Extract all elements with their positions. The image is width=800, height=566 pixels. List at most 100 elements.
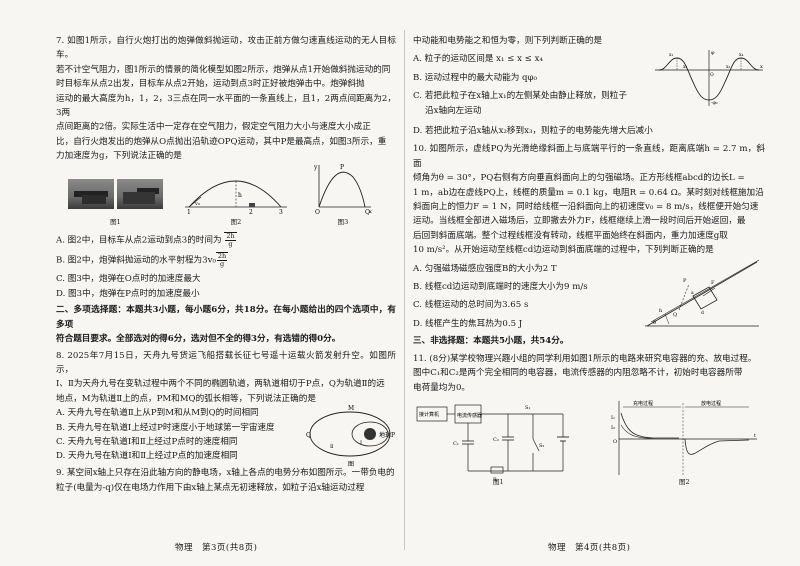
svg-text:x₃: x₃ — [726, 65, 731, 70]
svg-text:x: x — [369, 209, 372, 215]
svg-text:M: M — [348, 405, 354, 412]
q8-option-b: B. 天舟九号在轨道Ⅰ上经过P时速度小于地球第一宇宙速度 — [56, 422, 275, 433]
svg-text:O: O — [710, 72, 714, 78]
figure-caption: 图2 — [230, 218, 242, 227]
svg-text:x₁: x₁ — [669, 53, 674, 58]
q10-text: 后回到斜面底端。整个过程线框没有转动，线框平面始终在斜面内，重力加速度g取 — [413, 230, 728, 241]
svg-text:x₂: x₂ — [683, 65, 688, 70]
sensor-label: 电流传感器 — [457, 412, 482, 419]
svg-text:v₀: v₀ — [194, 201, 200, 207]
svg-text:S₂: S₂ — [539, 443, 544, 449]
svg-text:I₂: I₂ — [611, 425, 615, 431]
q10-text: 1 m，ab边在虚线PQ上，线框的质量m = 0.1 kg，电阻R = 0.64… — [413, 187, 764, 198]
svg-text:t: t — [754, 433, 756, 439]
page-footer-3: 物理 第3页(共8页) — [175, 543, 258, 553]
figure-caption: 图 — [348, 461, 354, 468]
svg-text:1: 1 — [187, 209, 191, 215]
section-3-heading: 三、非选择题：本题共5小题，共54分。 — [413, 335, 569, 346]
right-column: 中动能和电势能之和恒为零，则下列判断正确的是 A. 粒子的运动区间是 x₁ ≤ … — [413, 34, 765, 486]
q11-text: 电荷量均为0。 — [413, 382, 471, 393]
discharge-label: 放电过程 — [701, 400, 721, 407]
svg-text:Ⅱ: Ⅱ — [330, 444, 334, 450]
q10-text: 运动。当线框全部进入磁场后，立即撤去外力F，线框继续上滑一段时间后开始返回，最 — [413, 216, 746, 227]
svg-text:F: F — [711, 280, 715, 286]
svg-text:d: d — [701, 310, 704, 316]
q11-text: 图中C₁和C₂是两个完全相同的电容器，电流传感器的内阻忽略不计，初始时电容器所带 — [413, 368, 743, 379]
q9-option-a: A. 粒子的运动区间是 x₁ ≤ x ≤ x₄ — [413, 54, 543, 65]
q8-text: Ⅰ、Ⅱ为天舟九号在变轨过程中两个不同的椭圆轨道，两轨道相切于P点，Q为轨道Ⅱ的远 — [56, 379, 385, 390]
q7-text: 时目标车从点2出发，目标车从点2开始，运动到点3时正好被炮弹击中。炮弹斜抛 — [56, 79, 365, 90]
q8-options: A. 天舟九号在轨道Ⅱ上从P到M和从M到Q的时间相同 B. 天舟九号在轨道Ⅰ上经… — [56, 406, 296, 464]
computer-label: 接计算机 — [419, 411, 439, 418]
svg-text:P: P — [391, 432, 395, 439]
q10-text: 10. 如图所示，虚线PQ为光滑绝缘斜面上与底端平行的一条直线，距离底端h = … — [413, 144, 765, 169]
q9-continued: 中动能和电势能之和恒为零，则下列判断正确的是 A. 粒子的运动区间是 x₁ ≤ … — [413, 34, 765, 134]
figure-caption: 图1 — [110, 218, 121, 227]
svg-text:S₁: S₁ — [525, 405, 530, 411]
svg-text:3: 3 — [279, 209, 283, 215]
artillery-photo — [68, 179, 114, 210]
artillery-photo — [117, 179, 163, 210]
q8-option-c: C. 天舟九号在轨道Ⅰ和Ⅱ上经过P点时的速度相同 — [56, 436, 238, 447]
q10-figure: P Q F h θ a d — [641, 254, 761, 337]
svg-text:h: h — [659, 308, 663, 314]
q7-text: 运动的最大高度为h，1，2，3三点在同一水平面的一条直线上，且1，2两点间距离为… — [56, 93, 396, 119]
potential-graph: φ x x₁ x₂ x₃ x₄ O -φ₀ — [655, 50, 763, 106]
q7-figures: 图1 h v₀ 1 2 3 图2 — [56, 164, 396, 230]
q10-option-c: C. 线框运动的总时间为3.65 s — [413, 300, 529, 311]
q7-text: 点间距离的2倍。实际生活中一定存在空气阻力，假定空气阻力大小与速度大小成正 — [56, 122, 371, 133]
svg-text:h: h — [238, 192, 242, 199]
q7-figure-3: y P O Q x 图3 — [313, 163, 373, 229]
q10-option-a: A. 匀强磁场磁感应强度B的大小为2 T — [413, 263, 557, 274]
svg-text:Ⅰ: Ⅰ — [360, 440, 362, 446]
q11-figure-2: I₁ I₂ t 充电过程 放电过程 O 图2 — [609, 399, 759, 486]
earth-label: 地球 — [379, 431, 391, 439]
figure-caption: 图1 — [493, 478, 504, 487]
q7-figure-2: h v₀ 1 2 3 图2 — [181, 169, 291, 229]
figure-caption: 图2 — [679, 478, 690, 487]
svg-text:θ: θ — [653, 320, 656, 326]
drag-trajectory-diagram: y P O Q x — [313, 164, 372, 215]
figure-caption: 图3 — [337, 218, 349, 227]
svg-text:R: R — [493, 477, 497, 483]
svg-text:C₁: C₁ — [453, 441, 459, 447]
q9-option-c: 沿x轴向左运动 — [425, 105, 482, 116]
q8-figure: 地球 Q P M Ⅰ Ⅱ 图 — [304, 400, 400, 473]
svg-text:a: a — [691, 291, 694, 296]
q11-figures: 接计算机 电流传感器 C₁ R S₁ — [413, 395, 765, 486]
q7-text: 若不计空气阻力，图1所示的情景的简化模型如图2所示，炮弹从点1开始做斜抛运动的同 — [56, 64, 391, 75]
svg-text:P: P — [683, 278, 687, 284]
left-column: 7. 如图1所示，自行火炮打出的炮弹做斜抛运动，攻击正前方做匀速直线运动的无人目… — [56, 34, 396, 495]
q10-text: 倾角为θ = 30°，PQ右侧有方向垂直斜面向上的匀强磁场。正方形线框abcd的… — [413, 173, 745, 184]
section-2-heading: 符合题目要求。全部选对的得6分，选对但不全的得3分，有选错的得0分。 — [56, 334, 341, 345]
q7-text: 比，自行火炮发出的炮弹从O点抛出沿轨迹OPQ运动，其中P是最高点，如图3所示，重 — [56, 136, 387, 147]
q10-block: A. 匀强磁场磁感应强度B的大小为2 T B. 线框cd边运动到底端时的速度大小… — [413, 258, 765, 332]
q8-option-d: D. 天舟九号在轨道Ⅰ和Ⅱ上经过P点的加速度相同 — [56, 451, 238, 462]
q10-text: 斜面向上的恒力F = 1 N，同时给线框一沿斜面向上的初速度v₀ = 8 m/s… — [413, 202, 759, 213]
svg-text:I₁: I₁ — [611, 415, 615, 421]
q7-figure-1: 图1 — [68, 179, 163, 229]
charge-label: 充电过程 — [633, 400, 653, 407]
q9-option-d: D. 若把此粒子沿x轴从x₂移到x₃，则粒子的电势能先增大后减小 — [413, 126, 653, 136]
svg-text:P: P — [340, 164, 344, 171]
q10-text: 10 m/s²。从开始运动至线框cd边运动到斜面底端的过程中，下列判断正确的是 — [413, 245, 714, 256]
svg-text:x: x — [760, 64, 763, 70]
current-time-graph: I₁ I₂ t 充电过程 放电过程 O — [611, 400, 757, 476]
incline-diagram: P Q F h θ a d — [645, 259, 760, 327]
svg-text:Q: Q — [673, 312, 677, 318]
q9-option-b: B. 运动过程中的最大动能为 qφ₀ — [413, 72, 538, 83]
svg-text:O: O — [315, 209, 320, 215]
svg-text:O: O — [613, 439, 617, 445]
q7-option-d: D. 图3中，炮弹在P点时的加速度最小 — [56, 288, 200, 299]
q10-option-d: D. 线框产生的焦耳热为0.5 J — [413, 318, 523, 329]
svg-text:φ: φ — [711, 50, 715, 56]
svg-text:x₄: x₄ — [739, 53, 744, 58]
orbit-diagram: 地球 Q P M Ⅰ Ⅱ 图 — [306, 405, 395, 468]
q7-text: 力加速度为g，下列说法正确的是 — [56, 151, 182, 162]
svg-text:y: y — [313, 164, 318, 171]
q8-text: 地点，M为轨道Ⅱ上的点，PM和MQ的弧长相等，下列说法正确的是 — [56, 393, 316, 404]
